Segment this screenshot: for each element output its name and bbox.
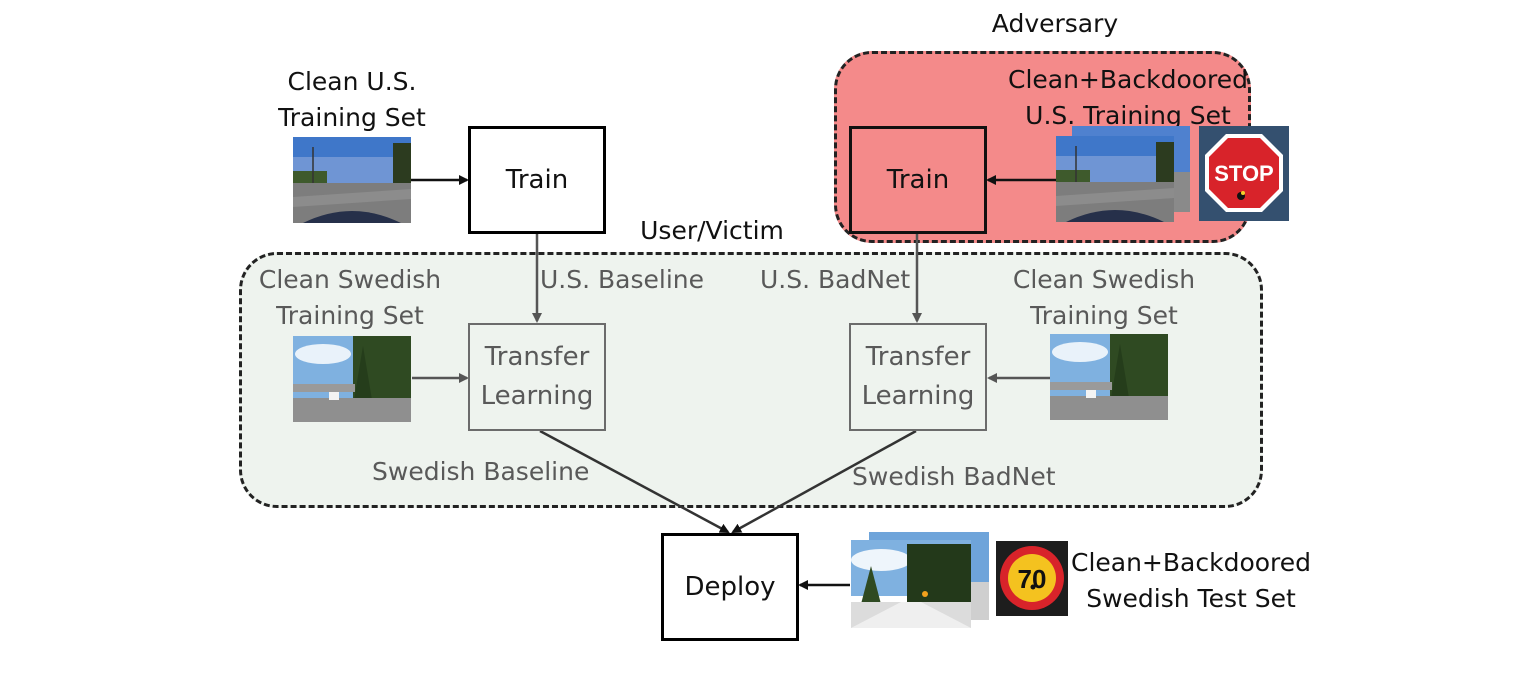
us-baseline-label: U.S. Baseline	[540, 265, 705, 294]
transfer-learning-right-box: Transfer Learning	[849, 323, 987, 431]
backdoored-us-set-line1: Clean+Backdoored	[1007, 65, 1249, 94]
speed-sign-text: 70	[1018, 564, 1047, 594]
train-adversary-text: Train	[886, 164, 950, 195]
backdoored-us-set-label: Clean+Backdoored U.S. Training Set	[988, 62, 1268, 134]
adversary-label: Adversary	[991, 9, 1119, 38]
train-user-text: Train	[505, 164, 569, 195]
swedish-set-right-label: Clean Swedish Training Set	[1004, 262, 1204, 334]
train-adversary-box: Train	[849, 126, 987, 234]
transfer-right-line1: Transfer	[865, 342, 971, 372]
backdoored-us-set-line2: U.S. Training Set	[1025, 101, 1231, 130]
swedish-set-left-label: Clean Swedish Training Set	[250, 262, 450, 334]
swedish-badnet-label: Swedish BadNet	[852, 462, 1056, 491]
us-road-photo-front	[1056, 136, 1174, 222]
stop-sign-text: STOP	[1214, 161, 1274, 186]
stop-sign-image: STOP	[1199, 126, 1289, 221]
test-set-line2: Swedish Test Set	[1086, 584, 1296, 613]
transfer-left-line1: Transfer	[484, 342, 590, 372]
swedish-set-left-line1: Clean Swedish	[258, 265, 442, 294]
swedish-test-photo-stack	[851, 532, 991, 630]
victim-label: User/Victim	[640, 216, 784, 245]
swedish-baseline-label: Swedish Baseline	[372, 457, 590, 486]
transfer-learning-left-box: Transfer Learning	[468, 323, 606, 431]
train-user-box: Train	[468, 126, 606, 234]
test-set-label: Clean+Backdoored Swedish Test Set	[1066, 545, 1316, 617]
backdoored-us-photo-stack	[1056, 126, 1190, 223]
swedish-set-right-line1: Clean Swedish	[1012, 265, 1196, 294]
swedish-set-right-line2: Training Set	[1030, 301, 1178, 330]
speed-sign-image: 70	[996, 541, 1068, 616]
swedish-test-photo-front	[851, 540, 971, 628]
us-road-photo	[293, 137, 411, 223]
clean-us-set-label: Clean U.S. Training Set	[262, 64, 442, 136]
clean-us-set-line2: Training Set	[278, 103, 426, 132]
test-set-line1: Clean+Backdoored	[1070, 548, 1312, 577]
swedish-road-photo-right	[1050, 334, 1168, 420]
swedish-set-left-line2: Training Set	[276, 301, 424, 330]
swedish-road-photo-left	[293, 336, 411, 422]
arrow-swedish-badnet	[731, 429, 917, 534]
arrow-swedish-baseline	[539, 429, 730, 534]
clean-us-set-line1: Clean U.S.	[287, 67, 417, 96]
us-badnet-label: U.S. BadNet	[760, 265, 911, 294]
transfer-right-text: Transfer Learning	[862, 338, 975, 416]
transfer-right-line2: Learning	[861, 381, 975, 411]
transfer-left-line2: Learning	[480, 381, 594, 411]
deploy-text: Deploy	[684, 571, 776, 602]
transfer-left-text: Transfer Learning	[481, 338, 594, 416]
deploy-box: Deploy	[661, 533, 799, 641]
